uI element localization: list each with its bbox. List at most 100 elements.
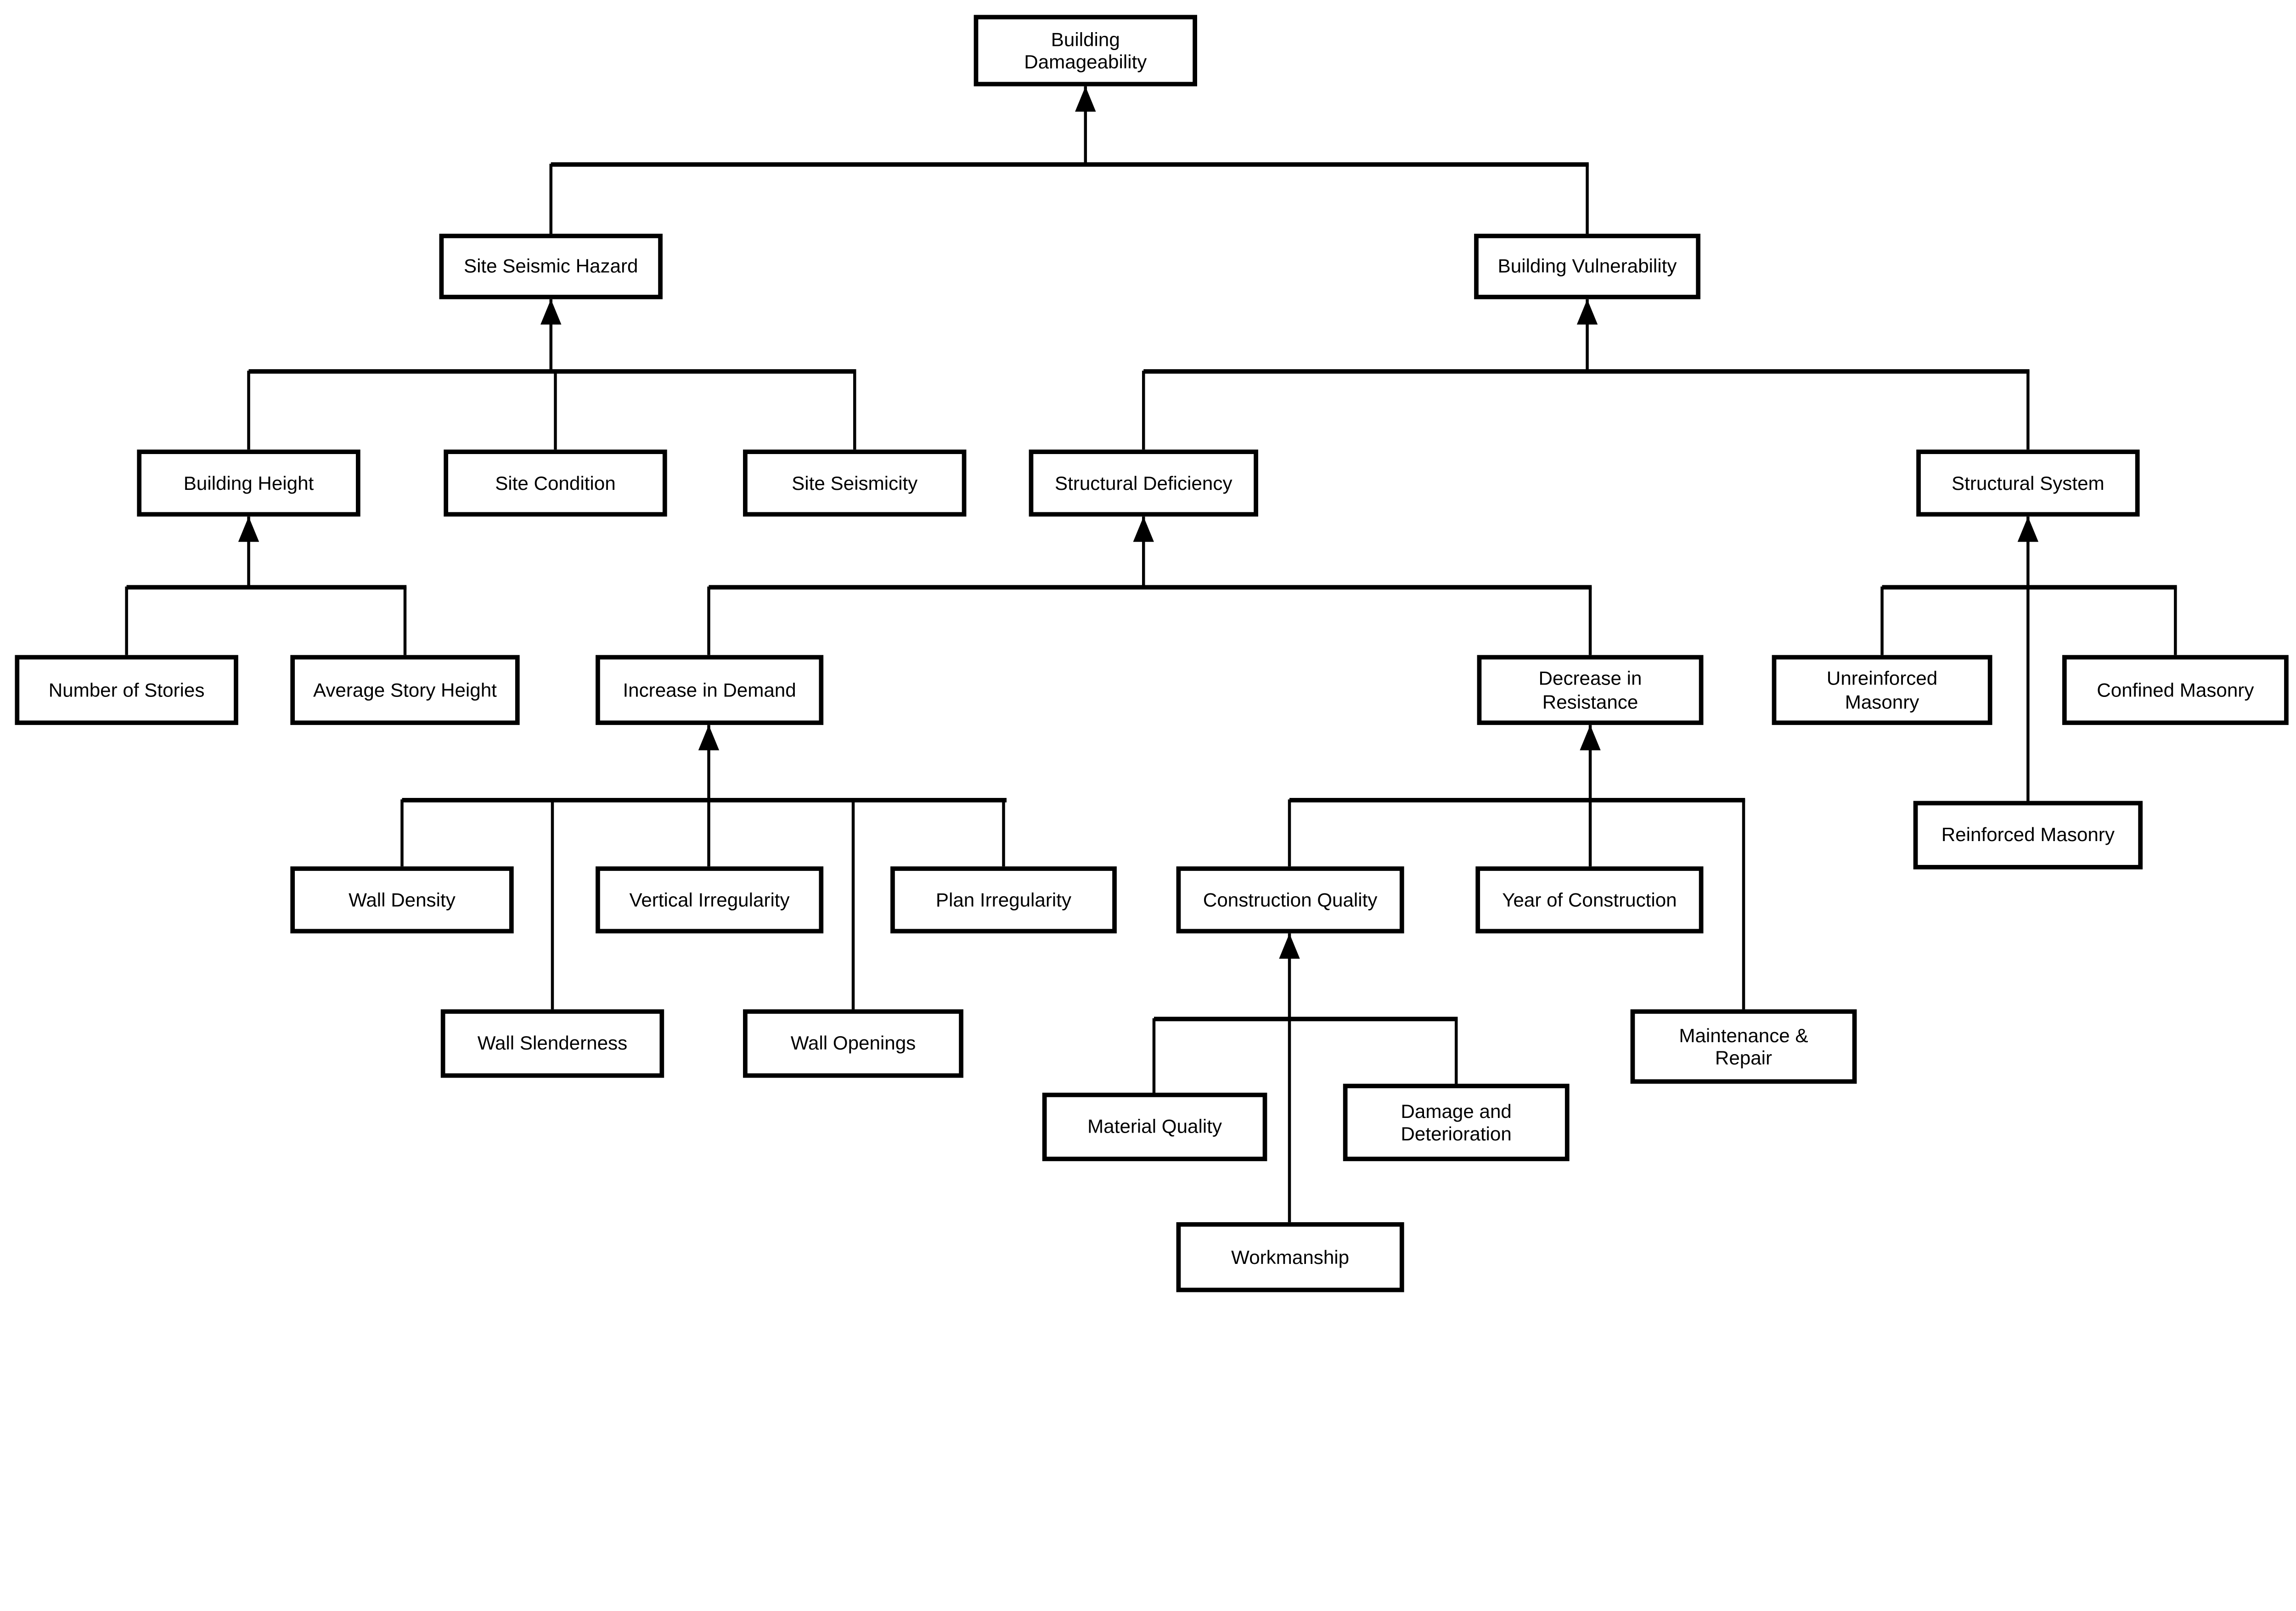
node-label: Structural System bbox=[1952, 472, 2105, 494]
connector-bus-building-vulnerability-children bbox=[1143, 369, 2030, 374]
node-building-damageability: Building Damageability bbox=[974, 15, 1198, 87]
node-material-quality: Material Quality bbox=[1042, 1093, 1267, 1162]
node-workmanship: Workmanship bbox=[1176, 1222, 1404, 1292]
node-year-of-construction: Year of Construction bbox=[1475, 866, 1704, 934]
node-unreinforced-masonry: Unreinforced Masonry bbox=[1772, 655, 1992, 725]
connector-drop-wall-slenderness bbox=[551, 799, 554, 1010]
connector-stem-building-vulnerability bbox=[1586, 299, 1589, 371]
node-maintenance-and-repair: Maintenance & Repair bbox=[1630, 1009, 1857, 1084]
node-label: Maintenance & Repair bbox=[1679, 1023, 1808, 1069]
node-plan-irregularity: Plan Irregularity bbox=[890, 866, 1117, 934]
connector-bus-building-damageability-children bbox=[551, 162, 1589, 167]
node-wall-openings: Wall Openings bbox=[743, 1009, 963, 1078]
node-construction-quality: Construction Quality bbox=[1176, 866, 1404, 934]
arrowhead-into-building-damageability bbox=[1075, 86, 1096, 112]
node-label: Confined Masonry bbox=[2097, 679, 2254, 701]
connector-stem-site-seismic-hazard bbox=[549, 299, 552, 371]
node-label: Material Quality bbox=[1087, 1115, 1222, 1138]
connector-drop-maintenance-and-repair bbox=[1742, 799, 1745, 1010]
node-label: Wall Density bbox=[349, 888, 456, 911]
connector-drop-structural-deficiency bbox=[1142, 370, 1145, 450]
connector-drop-building-vulnerability bbox=[1586, 163, 1589, 234]
connector-drop-structural-system bbox=[2026, 370, 2030, 450]
node-label: Average Story Height bbox=[313, 679, 497, 701]
arrowhead-into-increase-in-demand bbox=[698, 725, 720, 751]
node-average-story-height: Average Story Height bbox=[290, 655, 520, 725]
node-number-of-stories: Number of Stories bbox=[15, 655, 238, 725]
node-label: Site Seismic Hazard bbox=[463, 255, 638, 278]
node-label: Decrease in Resistance bbox=[1538, 667, 1642, 713]
connector-drop-confined-masonry bbox=[2174, 586, 2177, 655]
connector-drop-year-of-construction bbox=[1588, 799, 1592, 867]
node-wall-slenderness: Wall Slenderness bbox=[440, 1009, 664, 1078]
connector-stem-structural-system bbox=[2026, 516, 2030, 588]
connector-bus-increase-in-demand-children bbox=[402, 798, 1007, 803]
node-label: Construction Quality bbox=[1203, 888, 1378, 911]
connector-drop-building-height bbox=[247, 370, 250, 450]
node-label: Building Height bbox=[183, 472, 314, 494]
connector-drop-reinforced-masonry bbox=[2026, 586, 2030, 801]
node-label: Wall Slenderness bbox=[477, 1032, 628, 1055]
connector-stem-building-height bbox=[247, 516, 250, 588]
node-label: Number of Stories bbox=[48, 679, 205, 701]
node-label: Site Condition bbox=[495, 472, 616, 494]
arrowhead-into-construction-quality bbox=[1279, 933, 1300, 959]
node-label: Workmanship bbox=[1231, 1246, 1350, 1269]
node-label: Reinforced Masonry bbox=[1941, 824, 2115, 846]
connector-drop-number-of-stories bbox=[125, 586, 128, 655]
node-site-condition: Site Condition bbox=[444, 449, 667, 517]
connector-drop-material-quality bbox=[1152, 1018, 1156, 1093]
node-site-seismicity: Site Seismicity bbox=[743, 449, 967, 517]
connector-drop-decrease-in-resistance bbox=[1588, 586, 1592, 655]
connector-drop-site-seismic-hazard bbox=[549, 163, 552, 234]
arrowhead-into-structural-system bbox=[2017, 516, 2039, 542]
arrowhead-into-structural-deficiency bbox=[1133, 516, 1154, 542]
node-wall-density: Wall Density bbox=[290, 866, 514, 934]
node-label: Building Vulnerability bbox=[1497, 255, 1677, 278]
connector-drop-site-condition bbox=[554, 370, 557, 450]
connector-bus-decrease-in-resistance-children bbox=[1289, 798, 1745, 803]
connector-drop-damage-and-deterioration bbox=[1454, 1018, 1458, 1084]
connector-bus-construction-quality-children bbox=[1154, 1016, 1458, 1022]
node-label: Year of Construction bbox=[1502, 888, 1677, 911]
node-confined-masonry: Confined Masonry bbox=[2062, 655, 2289, 725]
connector-stem-increase-in-demand bbox=[707, 725, 710, 801]
connector-drop-increase-in-demand bbox=[707, 586, 710, 655]
connector-drop-average-story-height bbox=[403, 586, 407, 655]
node-building-vulnerability: Building Vulnerability bbox=[1474, 234, 1700, 299]
connector-drop-workmanship bbox=[1288, 1018, 1291, 1223]
node-label: Structural Deficiency bbox=[1054, 472, 1232, 494]
node-label: Wall Openings bbox=[790, 1032, 916, 1055]
arrowhead-into-site-seismic-hazard bbox=[540, 299, 562, 325]
node-label: Site Seismicity bbox=[792, 472, 918, 494]
node-label: Unreinforced Masonry bbox=[1826, 667, 1938, 713]
node-structural-system: Structural System bbox=[1916, 449, 2140, 517]
connector-stem-construction-quality bbox=[1288, 933, 1291, 1020]
node-decrease-in-resistance: Decrease in Resistance bbox=[1477, 655, 1704, 725]
connector-drop-construction-quality bbox=[1288, 799, 1291, 867]
connector-drop-plan-irregularity bbox=[1002, 799, 1005, 867]
node-damage-and-deterioration: Damage and Deterioration bbox=[1343, 1083, 1570, 1162]
connector-drop-wall-openings bbox=[851, 799, 855, 1010]
node-label: Increase in Demand bbox=[623, 679, 796, 701]
arrowhead-into-building-vulnerability bbox=[1576, 299, 1598, 325]
diagram-canvas: Building Damageability Site Seismic Haza… bbox=[15, 15, 2289, 1292]
node-vertical-irregularity: Vertical Irregularity bbox=[596, 866, 824, 934]
node-increase-in-demand: Increase in Demand bbox=[596, 655, 824, 725]
node-label: Damage and Deterioration bbox=[1401, 1100, 1512, 1145]
connector-bus-site-seismic-hazard-children bbox=[248, 369, 856, 374]
node-building-height: Building Height bbox=[137, 449, 360, 517]
node-label: Plan Irregularity bbox=[935, 888, 1072, 911]
arrowhead-into-decrease-in-resistance bbox=[1580, 725, 1601, 751]
node-structural-deficiency: Structural Deficiency bbox=[1029, 449, 1258, 517]
connector-bus-structural-system-children bbox=[1882, 585, 2177, 590]
connector-drop-unreinforced-masonry bbox=[1880, 586, 1884, 655]
node-label: Vertical Irregularity bbox=[629, 888, 790, 911]
connector-stem-structural-deficiency bbox=[1142, 516, 1145, 588]
node-reinforced-masonry: Reinforced Masonry bbox=[1913, 801, 2143, 870]
connector-stem-decrease-in-resistance bbox=[1588, 725, 1592, 801]
connector-drop-wall-density bbox=[400, 799, 404, 867]
connector-stem-building-damageability bbox=[1084, 86, 1087, 164]
node-label: Building Damageability bbox=[1024, 28, 1147, 73]
connector-drop-site-seismicity bbox=[853, 370, 856, 450]
